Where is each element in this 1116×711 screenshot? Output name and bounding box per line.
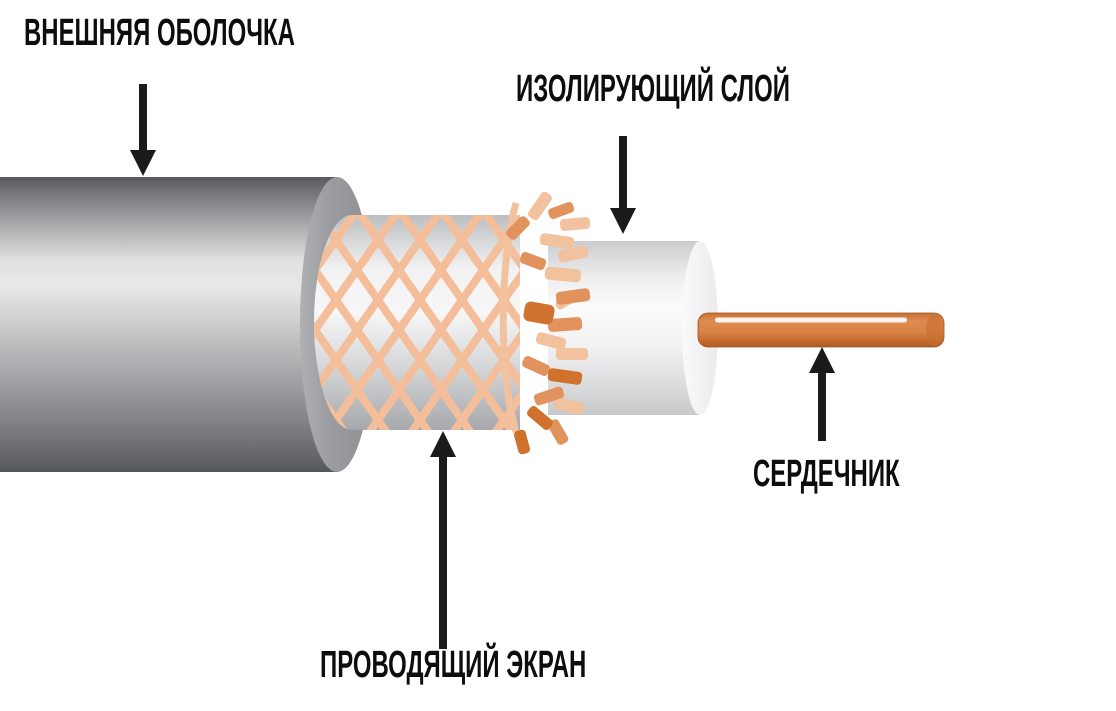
arrow-insulating-layer — [610, 136, 636, 234]
label-core: СЕРДЕЧНИК — [753, 455, 900, 493]
label-core-text: СЕРДЕЧНИК — [753, 453, 900, 495]
label-conductive-shield: ПРОВОДЯЩИЙ ЭКРАН — [320, 646, 586, 684]
label-outer-jacket: ВНЕШНЯЯ ОБОЛОЧКА — [24, 14, 295, 52]
arrow-core — [809, 347, 835, 441]
arrow-conductive-shield — [430, 431, 456, 649]
arrow-outer-jacket — [130, 84, 156, 176]
core-highlight — [715, 317, 907, 323]
label-insulating-layer-text: ИЗОЛИРУЮЩИЙ СЛОЙ — [516, 68, 790, 110]
label-insulating-layer: ИЗОЛИРУЮЩИЙ СЛОЙ — [516, 70, 790, 108]
copper-core — [697, 312, 945, 348]
braided-shield-cylinder — [314, 215, 520, 430]
label-outer-jacket-text: ВНЕШНЯЯ ОБОЛОЧКА — [24, 12, 295, 54]
shield-frayed-strands — [499, 191, 591, 455]
label-conductive-shield-text: ПРОВОДЯЩИЙ ЭКРАН — [320, 644, 587, 686]
